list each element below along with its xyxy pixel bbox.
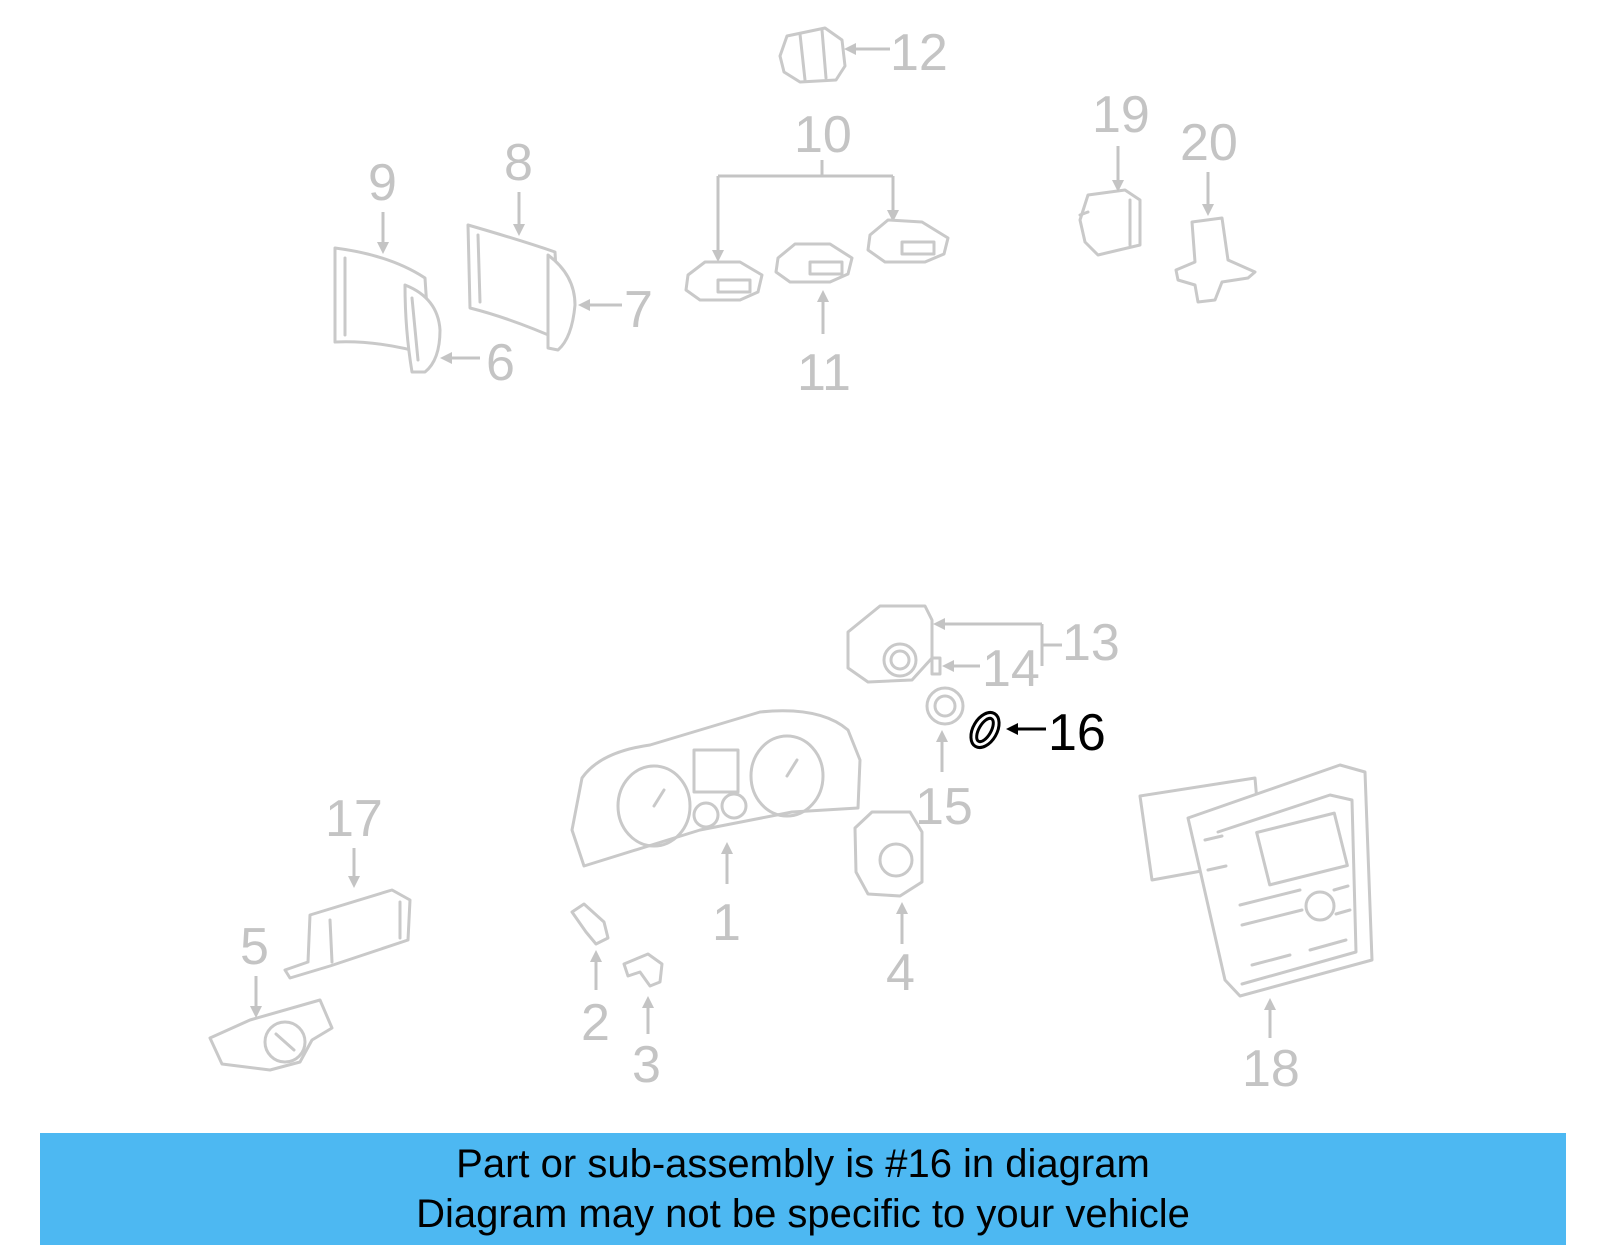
- callout-19-leader: [1112, 146, 1124, 192]
- part-15-drawing: [925, 686, 965, 726]
- part-8-drawing: [466, 223, 562, 342]
- part-17-drawing: [283, 888, 412, 980]
- info-banner: Part or sub-assembly is #16 in diagram D…: [40, 1133, 1566, 1245]
- callout-4-leader: [896, 902, 908, 944]
- part-10-vent-right: [866, 218, 950, 264]
- callout-2: 2: [581, 994, 610, 1052]
- callout-11-leader: [817, 290, 829, 334]
- part-19-drawing: [1078, 188, 1142, 257]
- callout-18: 18: [1242, 1040, 1300, 1098]
- callout-6-leader: [440, 352, 480, 364]
- part-2-drawing: [570, 902, 610, 946]
- callout-16-leader: [1006, 723, 1046, 735]
- banner-line-2: Diagram may not be specific to your vehi…: [416, 1192, 1190, 1236]
- part-3-drawing: [622, 952, 664, 988]
- part-1-drawing: [570, 709, 862, 868]
- part-11-vent-middle: [774, 242, 854, 284]
- callout-5-leader: [250, 976, 262, 1018]
- callout-18-leader: [1264, 998, 1276, 1038]
- part-4-drawing: [853, 810, 924, 898]
- part-7-drawing: [546, 253, 577, 352]
- callout-8: 8: [504, 134, 533, 192]
- part-5-drawing: [208, 998, 334, 1072]
- part-10-bracket: [712, 160, 899, 262]
- part-12-drawing: [778, 26, 847, 84]
- callout-4: 4: [886, 944, 915, 1002]
- part-18-drawing: [1138, 763, 1374, 998]
- part-16-drawing: [969, 710, 1001, 750]
- part-6-drawing: [403, 283, 442, 374]
- callout-9-leader: [377, 212, 389, 254]
- callout-13-bracket: [933, 618, 1062, 666]
- banner-line-1: Part or sub-assembly is #16 in diagram: [456, 1142, 1150, 1186]
- part-20-drawing: [1174, 216, 1257, 304]
- callout-3-leader: [642, 996, 654, 1034]
- callout-1-leader: [721, 842, 733, 884]
- callout-8-leader: [513, 192, 525, 236]
- callout-13: 13: [1062, 614, 1120, 672]
- part-10-vent-left: [684, 260, 764, 302]
- callout-12: 12: [890, 24, 948, 82]
- callout-20: 20: [1180, 114, 1238, 172]
- callout-3: 3: [632, 1036, 661, 1094]
- callout-14-leader: [942, 660, 980, 672]
- callout-11: 11: [797, 344, 851, 402]
- callout-6: 6: [486, 334, 515, 392]
- callout-9: 9: [368, 154, 397, 212]
- callout-16: 16: [1048, 704, 1106, 762]
- part-14-drawing: [930, 656, 942, 676]
- callout-7-leader: [578, 299, 622, 311]
- callout-15: 15: [915, 778, 973, 836]
- callout-15-leader: [936, 730, 948, 772]
- callout-1: 1: [712, 894, 741, 952]
- callout-17-leader: [348, 848, 360, 888]
- callout-5: 5: [240, 918, 269, 976]
- callout-7: 7: [624, 281, 653, 339]
- callout-10: 10: [794, 106, 852, 164]
- callout-20-leader: [1202, 172, 1214, 216]
- part-13-drawing: [846, 604, 934, 684]
- callout-12-leader: [844, 43, 890, 55]
- callout-2-leader: [590, 950, 602, 990]
- callout-14: 14: [982, 640, 1040, 698]
- callout-17: 17: [325, 790, 383, 848]
- callout-19: 19: [1092, 86, 1150, 144]
